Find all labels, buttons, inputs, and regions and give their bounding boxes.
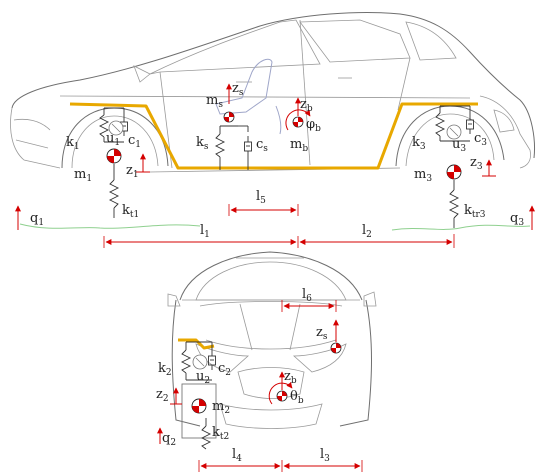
front-body-cg [268,319,342,405]
label-c-1: c1 [128,133,141,150]
label-z-b: zb [300,97,313,114]
road-profile-rear [391,224,531,231]
label-u-3: u3 [452,137,466,154]
label-m-1: m1 [74,167,92,184]
label-k-tr3: ktr3 [464,203,486,220]
dimension-l6 [281,300,337,312]
label-l-1: l1 [200,223,210,240]
label-l-3: l3 [320,447,330,464]
label-k-t1: kt1 [122,203,139,220]
label-m-b: mb [290,137,308,154]
label-k-s: ks [196,135,209,152]
label-k-1: k1 [66,135,80,152]
label-z-1: z1 [126,163,139,180]
label-c-3: c3 [474,131,487,148]
label-z-s: zs [232,81,244,98]
label-k-t2: kt2 [212,425,229,442]
label-l-2: l2 [362,223,372,240]
label-m-s: ms [206,93,223,110]
side-chassis-frame [69,102,478,170]
front-suspension-2 [157,341,217,450]
front-chassis-frame [178,338,215,350]
road-profile-front [19,223,201,229]
dimension-l1-l2 [103,234,455,248]
label-phi-b: φb [306,117,321,134]
label-k-2: k2 [158,361,172,378]
label-m-3: m3 [414,167,432,184]
seat-suspension [214,83,252,170]
label-z-b: zb [284,369,297,386]
label-k-3: k3 [412,135,426,152]
label-q-2: q2 [162,431,176,448]
label-q-3: q3 [510,211,524,228]
label-m-2: m2 [212,399,230,416]
label-c-2: c2 [218,361,231,378]
front-view-car-outline [167,251,377,429]
seat-outline [215,58,282,135]
rear-suspension-3 [434,105,496,228]
front-suspension-1 [98,107,150,218]
label-l-5: l5 [256,189,266,206]
body-cg [285,97,311,131]
label-l-6: l6 [302,287,312,304]
label-z-s: zs [316,325,328,342]
dimension-l4-l3 [198,460,363,472]
label-q-1: q1 [30,211,44,228]
label-u-2: u2 [196,369,210,386]
label-z-3: z3 [470,155,483,172]
label-z-2: z2 [156,387,169,404]
label-u-1: u1 [106,131,120,148]
dimension-l5 [228,204,299,216]
label-c-s: cs [256,137,268,154]
label-l-4: l4 [232,447,242,464]
label-theta-b: θb [290,389,304,406]
